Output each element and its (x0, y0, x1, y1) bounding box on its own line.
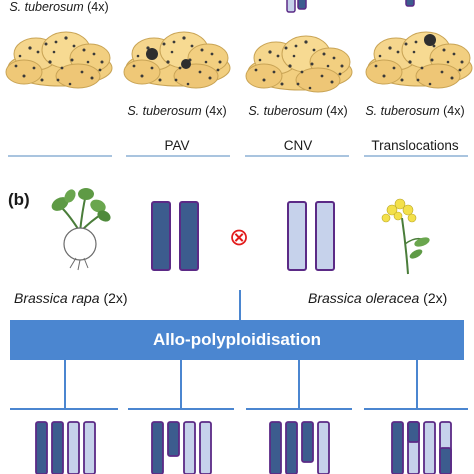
tuber-caption-3: S. tuberosum (4x) (248, 104, 348, 118)
tuber-caption-2: S. tuberosum (4x) (127, 104, 227, 118)
tuber-caption-1: S. tuberosum (4x) (9, 0, 109, 14)
separator-line (364, 155, 468, 157)
separator-line (245, 155, 349, 157)
species-label-oleracea: Brassica oleracea (2x) (308, 290, 448, 306)
tuber-caption-4: S. tuberosum (4x) (365, 104, 465, 118)
tuber-row (5, 31, 473, 93)
parent-chromosomes-rapa (151, 201, 199, 271)
broccoli-flower-icon (381, 198, 430, 275)
chromosome-icon (286, 0, 296, 13)
process-label: Allo-polyploidisation (152, 330, 322, 349)
offspring-chromosomes (35, 421, 452, 474)
separator-line (126, 155, 230, 157)
tuber-cluster-icon (123, 31, 231, 89)
branch-line (298, 360, 300, 410)
branch-line (416, 360, 418, 410)
chromosome-icon (297, 0, 307, 10)
variation-label-pav: PAV (164, 138, 190, 153)
branch-bar (128, 408, 234, 410)
offspring-set-3 (269, 421, 330, 474)
variation-label-cnv: CNV (283, 138, 313, 153)
chromosome-icon (405, 0, 415, 7)
branch-bar (246, 408, 352, 410)
parent-chromosomes-oleracea (287, 201, 335, 271)
offspring-set-2 (151, 421, 212, 474)
chromosome-icon (179, 201, 199, 271)
branch-line (180, 360, 182, 410)
connector-line (239, 290, 241, 320)
process-banner: Allo-polyploidisation (10, 320, 464, 360)
branch-line (64, 360, 66, 410)
chromosome-icon (287, 201, 307, 271)
branch-bar (364, 408, 468, 410)
tuber-cluster-icon (245, 35, 353, 93)
panel-b-label: (b) (8, 190, 30, 209)
tuber-cluster-icon (5, 31, 113, 89)
chromosome-icon (315, 201, 335, 271)
species-label-rapa: Brassica rapa (2x) (14, 290, 128, 306)
separator-line (8, 155, 112, 157)
panel-a-chromosome-tops (286, 0, 415, 13)
branch-bar (10, 408, 118, 410)
offspring-set-1 (35, 421, 96, 474)
cross-symbol: ⊗ (228, 223, 250, 251)
turnip-plant-icon (51, 188, 111, 271)
tuber-cluster-icon (365, 31, 473, 89)
offspring-set-4 (391, 421, 452, 474)
variation-label-translocations: Translocations (371, 138, 459, 153)
chromosome-icon (151, 201, 171, 271)
